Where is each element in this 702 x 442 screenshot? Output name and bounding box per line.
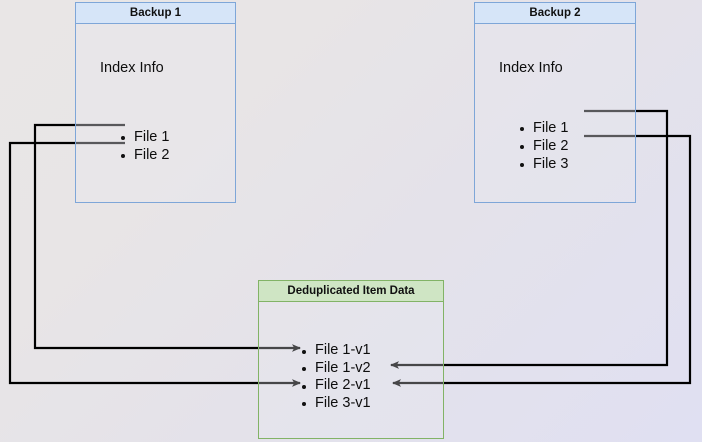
list-item: File 1-v1 (299, 342, 371, 360)
list-item: File 2-v1 (299, 377, 371, 395)
list-item: File 1 (118, 128, 169, 146)
node-deduplicated-item-data[interactable]: Deduplicated Item Data File 1-v1 File 1-… (258, 280, 444, 439)
node-backup-1-section-label: Index Info (100, 60, 164, 76)
node-backup-1-file-list: File 1 File 2 (118, 128, 169, 164)
node-backup-2-file-list: File 1 File 2 File 3 (517, 119, 568, 173)
list-item: File 1-v2 (299, 360, 371, 378)
node-backup-1[interactable]: Backup 1 Index Info File 1 File 2 (75, 2, 236, 203)
node-deduplicated-item-data-file-list: File 1-v1 File 1-v2 File 2-v1 File 3-v1 (299, 342, 371, 412)
node-backup-2[interactable]: Backup 2 Index Info File 1 File 2 File 3 (474, 2, 636, 203)
list-item: File 3-v1 (299, 395, 371, 413)
node-backup-1-body: Index Info File 1 File 2 (76, 24, 235, 202)
node-deduplicated-item-data-body: File 1-v1 File 1-v2 File 2-v1 File 3-v1 (259, 302, 443, 438)
list-item: File 2 (118, 146, 169, 164)
node-deduplicated-item-data-title: Deduplicated Item Data (259, 281, 443, 302)
list-item: File 1 (517, 119, 568, 137)
node-backup-1-title: Backup 1 (76, 3, 235, 24)
node-backup-2-body: Index Info File 1 File 2 File 3 (475, 24, 635, 202)
node-backup-2-title: Backup 2 (475, 3, 635, 24)
list-item: File 3 (517, 155, 568, 173)
list-item: File 2 (517, 137, 568, 155)
node-backup-2-section-label: Index Info (499, 60, 563, 76)
